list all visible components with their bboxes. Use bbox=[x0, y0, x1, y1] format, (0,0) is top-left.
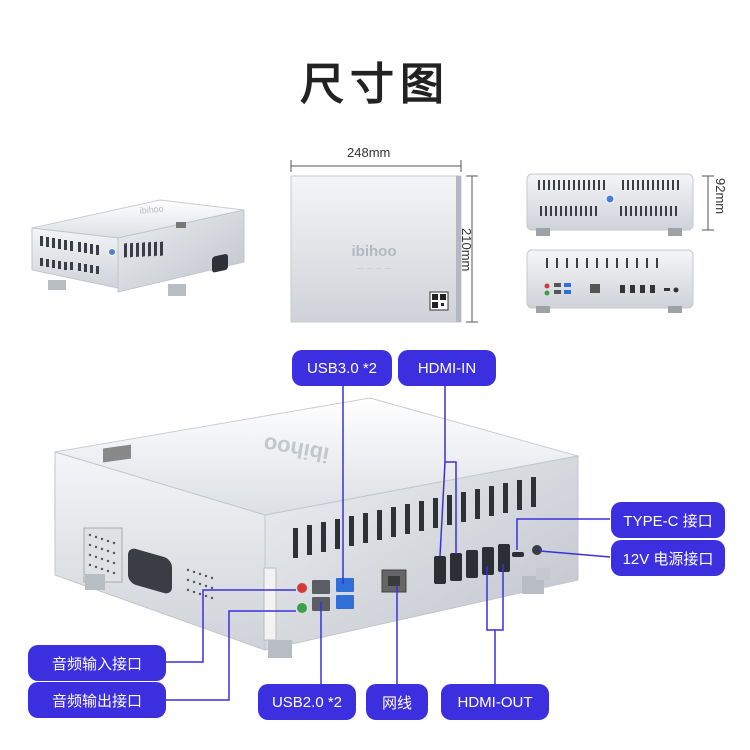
small-isometric-view: ibihoo bbox=[31, 199, 245, 296]
label-audio-in: 音频输入接口 bbox=[28, 645, 166, 681]
large-rear-view: ibihoo bbox=[54, 397, 579, 658]
callout-lines bbox=[166, 384, 611, 701]
label-usb2: USB2.0 *2 bbox=[258, 684, 356, 720]
label-audio-out: 音频输出接口 bbox=[28, 682, 166, 718]
label-usb3: USB3.0 *2 bbox=[292, 350, 392, 386]
depth-dimension: 210mm bbox=[459, 228, 474, 272]
height-dimension: 92mm bbox=[713, 178, 728, 215]
label-type-c: TYPE-C 接口 bbox=[611, 502, 725, 538]
label-lan: 网线 bbox=[366, 684, 428, 720]
label-power: 12V 电源接口 bbox=[611, 540, 725, 576]
rear-view bbox=[526, 249, 694, 313]
label-hdmi-in: HDMI-IN bbox=[398, 350, 496, 386]
top-view: ibihoo — — — — bbox=[290, 160, 478, 323]
front-view bbox=[526, 173, 714, 236]
width-dimension: 248mm bbox=[347, 145, 391, 160]
page-title: 尺寸图 bbox=[300, 59, 450, 110]
top-view-brand-logo: ibihoo bbox=[352, 243, 397, 260]
label-hdmi-out: HDMI-OUT bbox=[441, 684, 549, 720]
svg-text:ibihoo: ibihoo bbox=[139, 204, 164, 216]
svg-text:— — — —: — — — — bbox=[357, 264, 392, 272]
